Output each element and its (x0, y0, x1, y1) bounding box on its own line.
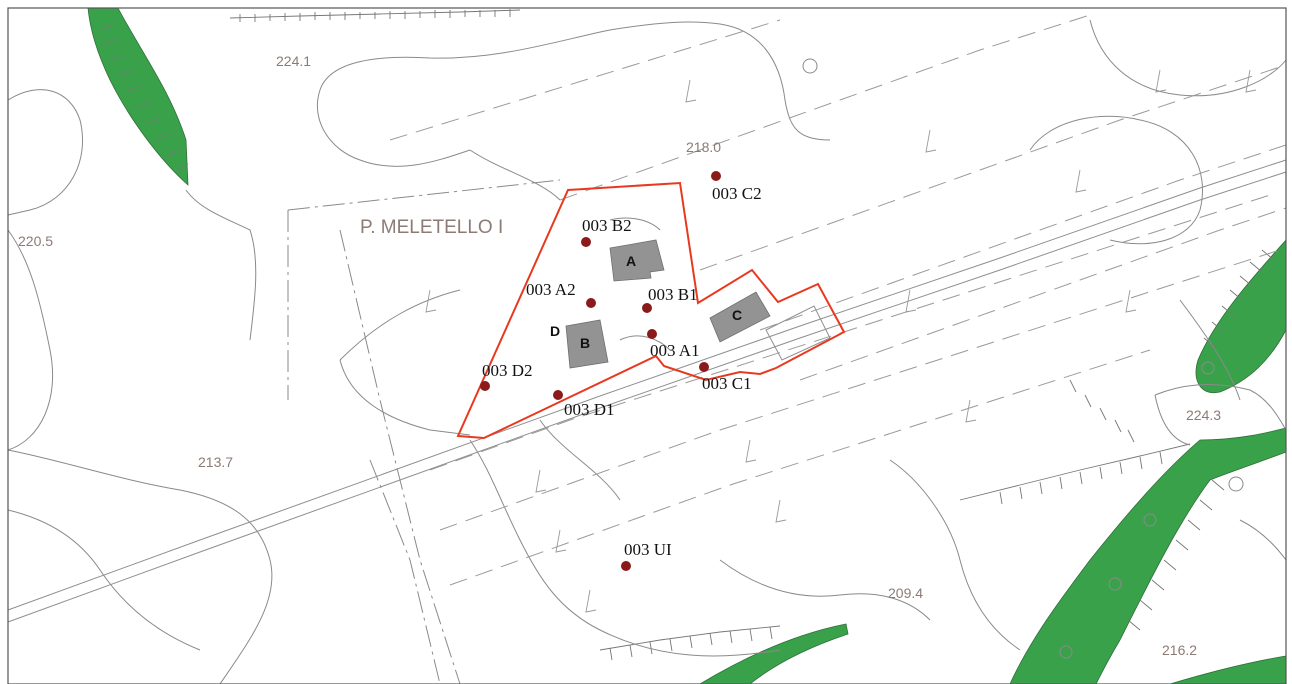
building-c-label: C (732, 307, 742, 323)
elevation-label-218-0: 218.0 (686, 139, 721, 155)
elevation-label-224-3: 224.3 (1186, 407, 1221, 423)
elevation-label-220-5: 220.5 (18, 233, 53, 249)
sample-point-d1[interactable] (553, 390, 563, 400)
building-b (565, 319, 609, 369)
sample-point-b1[interactable] (642, 303, 652, 313)
building-a (609, 239, 665, 282)
inner-structure (765, 305, 831, 361)
buildings (565, 239, 771, 369)
elevation-label-209-4: 209.4 (888, 585, 923, 601)
sample-point-a1[interactable] (647, 329, 657, 339)
sample-point-b2[interactable] (581, 237, 591, 247)
sample-label-b1: 003 B1 (648, 285, 698, 304)
elevation-label-224-1: 224.1 (276, 53, 311, 69)
sample-points (480, 171, 721, 571)
sample-label-d2: 003 D2 (482, 361, 533, 380)
sample-label-a1: 003 A1 (650, 341, 700, 360)
building-d-label: D (550, 323, 560, 339)
sample-label-a2: 003 A2 (526, 280, 576, 299)
building-c (709, 291, 771, 343)
boundary-lines (287, 179, 561, 684)
map-frame (7, 7, 1287, 684)
building-b-label: B (580, 335, 590, 351)
sample-label-ui: 003 UI (624, 540, 672, 559)
grass-symbols (425, 69, 1257, 613)
sample-point-c2[interactable] (711, 171, 721, 181)
building-a-label: A (626, 253, 636, 269)
vegetation-patch (1195, 238, 1287, 393)
sample-label-b2: 003 B2 (582, 216, 632, 235)
sample-point-a2[interactable] (586, 298, 596, 308)
site-name-label: P. MELETELLO I (360, 217, 503, 238)
sample-point-ui[interactable] (621, 561, 631, 571)
road (7, 159, 1287, 623)
sample-label-c2: 003 C2 (712, 184, 762, 203)
contour-lines (7, 19, 1287, 684)
vegetation-patch (1009, 427, 1287, 684)
slope-hatching (99, 9, 1275, 661)
terrace-lines (389, 14, 1287, 586)
sample-label-d1: 003 D1 (564, 400, 615, 419)
vegetation-patch (1169, 655, 1287, 684)
site-boundary (456, 181, 846, 440)
circle-symbols (802, 58, 1244, 659)
vegetation-patch (699, 623, 849, 684)
sample-point-d2[interactable] (480, 381, 490, 391)
elevation-label-213-7: 213.7 (198, 454, 233, 470)
sample-label-c1: 003 C1 (702, 374, 752, 393)
elevation-label-216-2: 216.2 (1162, 642, 1197, 658)
sample-point-c1[interactable] (699, 362, 709, 372)
vegetation-patch (87, 7, 189, 186)
